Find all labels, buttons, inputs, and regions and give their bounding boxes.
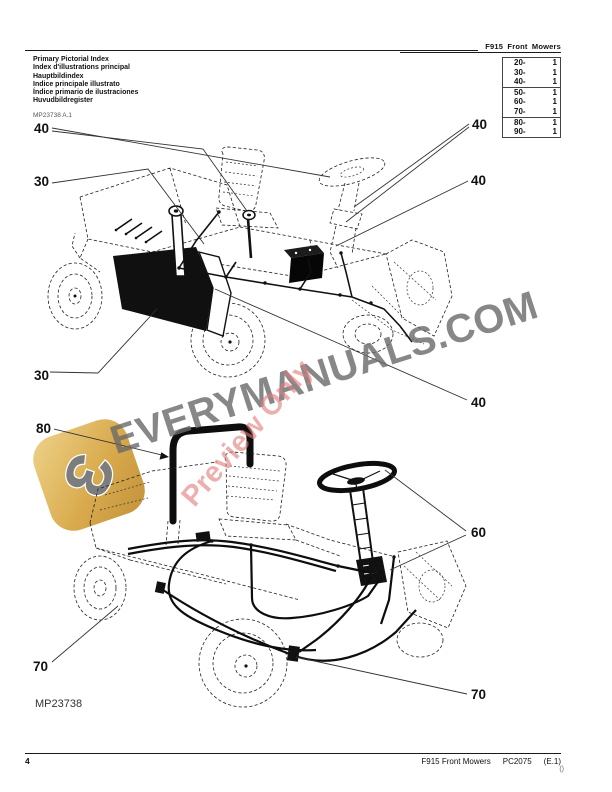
rear-left-wheel-upper <box>47 262 103 330</box>
table-row: 90- 1 <box>503 127 560 137</box>
page-cell: 1 <box>552 127 557 137</box>
table-row: 80- 1 <box>503 118 560 128</box>
page-cell: 1 <box>552 87 557 97</box>
arrowhead-80 <box>159 452 169 460</box>
right-wheel-lower <box>396 622 444 658</box>
table-row: 30- 1 <box>503 68 560 78</box>
section-cell: 80- <box>514 117 526 127</box>
table-group-1: 20- 1 30- 1 40- 1 <box>502 57 561 88</box>
hood-outline <box>79 167 241 253</box>
rear-left-wheel-lower <box>73 555 127 621</box>
page-cell: 1 <box>552 106 557 116</box>
pictorial-index-block: Primary Pictorial Index Index d'illustra… <box>33 56 138 120</box>
wheel-hub-dot <box>228 340 232 344</box>
header-title: F915 Front Mowers <box>400 42 561 53</box>
table-row: 50- 1 <box>503 88 560 98</box>
index-title-fr: Index d'illustrations principal <box>33 64 130 72</box>
callout-40-top-right: 40 <box>472 117 487 132</box>
table-row: 20- 1 <box>503 58 560 68</box>
figure-reference: MP23738 A.1 <box>33 111 73 119</box>
footer-rule <box>25 753 561 754</box>
left-control-lever <box>168 205 186 277</box>
watermark-site-text: EVERYMANUALS.COM <box>105 283 544 463</box>
callout-60-right: 60 <box>471 525 486 540</box>
steering-wheel-lower <box>317 460 397 494</box>
figure-id-label: MP23738 <box>35 698 82 710</box>
callout-70-bottom-right: 70 <box>471 687 486 702</box>
footer-title: F915 Front Mowers <box>421 757 491 766</box>
section-cell: 50- <box>514 87 526 97</box>
frame-lines-lower <box>95 547 301 601</box>
hydraulic-hoses <box>127 531 417 662</box>
callout-40-mid-right: 40 <box>471 173 486 188</box>
index-title-es: Índice primario de ilustraciones <box>33 89 139 97</box>
footer-corner-mark: () <box>559 766 564 773</box>
steering-boot <box>329 208 363 269</box>
callout-30-bottom-left: 30 <box>34 368 49 383</box>
battery <box>284 245 324 283</box>
section-page-table: 20- 1 30- 1 40- 1 50- 1 60- 1 70- 1 80- 1 90- 1 <box>502 57 561 138</box>
table-row: 40- 1 <box>503 77 560 87</box>
steering-valve-block <box>356 556 387 586</box>
page-cell: 1 <box>552 117 557 127</box>
index-title-de: Hauptbildindex <box>33 72 84 80</box>
callout-80-left: 80 <box>36 421 51 436</box>
seat-ribs <box>222 161 259 197</box>
deck-lines-lower <box>403 551 453 601</box>
index-title-sv: Huvudbildregister <box>33 97 93 105</box>
steering-column-lower <box>349 487 374 565</box>
seat-base <box>215 207 279 229</box>
footer-edition: (E.1) <box>543 757 561 766</box>
wheel-hub-dot <box>244 664 248 668</box>
callout-30-top-left: 30 <box>34 174 49 189</box>
table-group-2: 50- 1 60- 1 70- 1 <box>502 86 561 118</box>
wiring-harness <box>177 210 413 343</box>
callout-70-bottom-left: 70 <box>33 659 48 674</box>
header-rule <box>25 50 478 51</box>
deck-pulley-lower <box>418 569 446 603</box>
section-cell: 70- <box>514 106 526 116</box>
index-title-it: Indice principale illustrato <box>33 80 120 88</box>
page-cell: 1 <box>552 97 557 107</box>
center-wheel-lower <box>198 618 288 708</box>
footer-catalog: PC2075 <box>502 757 532 766</box>
steering-wheel-upper <box>318 157 386 187</box>
deck-pulley <box>406 270 434 306</box>
steering-column-upper <box>337 182 360 212</box>
steering-hub <box>347 477 365 485</box>
hood-hatch-dots <box>114 228 148 244</box>
wheel-hub-dot <box>73 294 77 298</box>
section-cell: 20- <box>514 58 526 67</box>
rops-mount-lines <box>165 519 181 546</box>
section-cell: 40- <box>514 77 526 87</box>
seat-base-lower <box>218 518 297 541</box>
right-control-lever <box>242 209 256 259</box>
seat-backrest <box>218 146 265 212</box>
table-group-3: 80- 1 90- 1 <box>502 116 561 138</box>
page-cell: 1 <box>552 77 557 87</box>
center-wheel-upper <box>190 302 266 378</box>
page-cell: 1 <box>552 67 557 77</box>
valve-block-marks <box>362 563 379 575</box>
footer-right: F915 Front Mowers PC2075 (E.1) <box>261 757 561 766</box>
hood-nose <box>71 232 101 273</box>
steering-spokes <box>332 470 381 491</box>
footer-page-number: 4 <box>25 756 30 766</box>
callout-40-top-left: 40 <box>34 121 49 136</box>
section-cell: 30- <box>514 67 526 77</box>
page-cell: 1 <box>552 58 557 67</box>
table-row: 60- 1 <box>503 97 560 107</box>
rear-deck-lower <box>397 540 467 629</box>
section-cell: 90- <box>514 127 526 137</box>
index-title-en: Primary Pictorial Index <box>33 56 109 63</box>
hood-hatch-marks <box>115 218 163 243</box>
fender-shield <box>113 247 213 331</box>
callout-40-bottom-right: 40 <box>471 395 486 410</box>
column-rungs <box>351 502 373 550</box>
section-cell: 60- <box>514 97 526 107</box>
fender-side-panel <box>197 250 232 337</box>
table-row: 70- 1 <box>503 107 560 117</box>
platform-lines <box>151 226 387 301</box>
